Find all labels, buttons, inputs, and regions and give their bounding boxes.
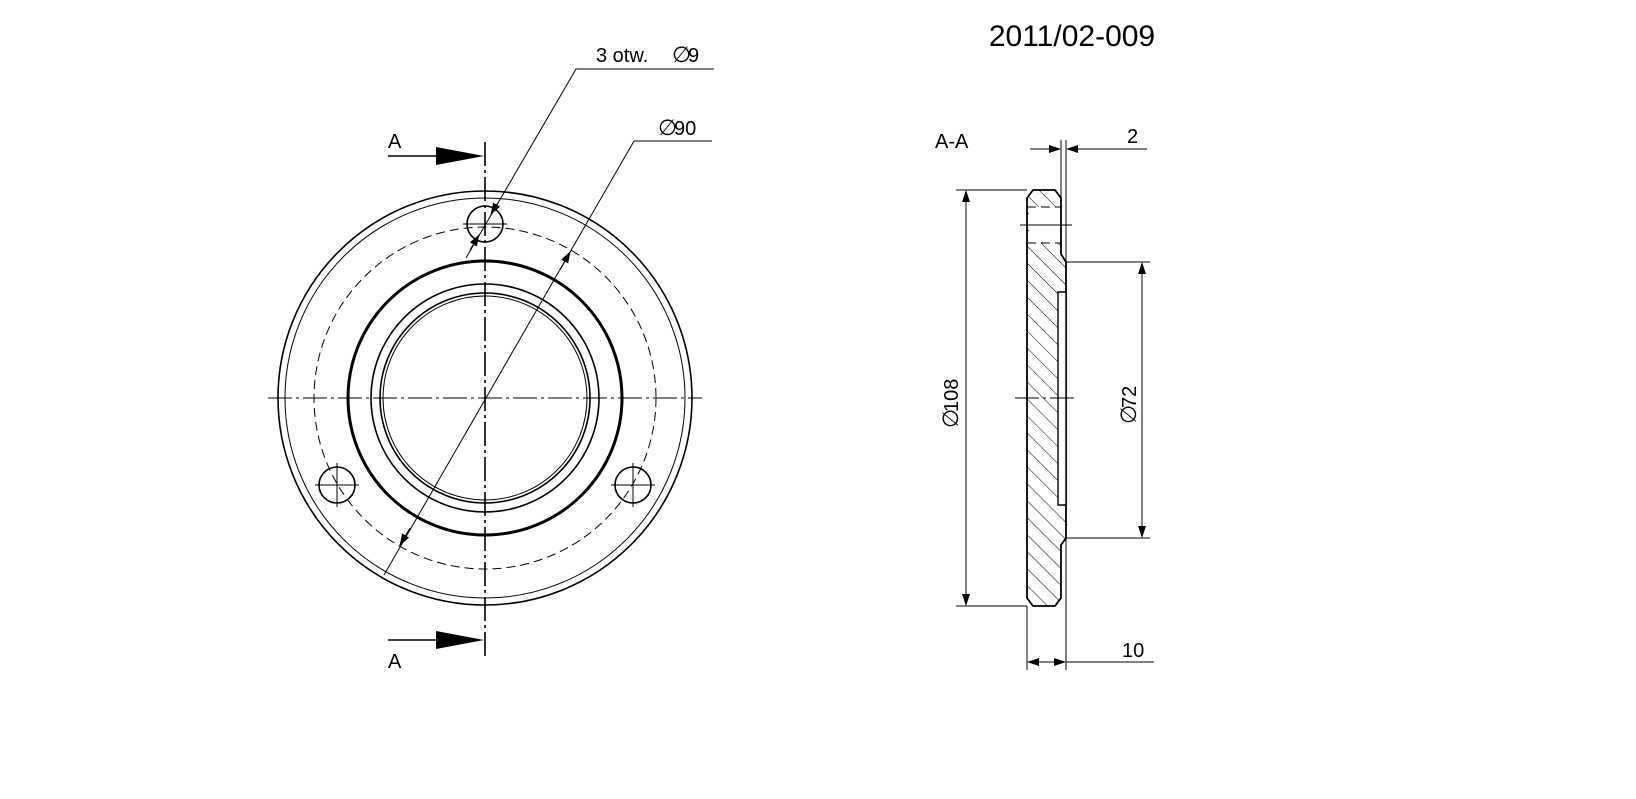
section-arrow-bottom: A bbox=[388, 631, 484, 673]
bolt-hole bbox=[611, 463, 655, 507]
step-value: 2 bbox=[1127, 126, 1138, 148]
outer-diameter-dimension: ∅ 108 bbox=[938, 189, 1027, 607]
hole-callout: 3 otw. ∅ 9 bbox=[465, 42, 714, 259]
diameter-symbol: ∅ bbox=[1116, 405, 1141, 424]
diameter-symbol: ∅ bbox=[938, 409, 963, 428]
cut-marker-bottom: A bbox=[388, 651, 402, 673]
inner-diameter-dimension: ∅ 72 bbox=[1066, 261, 1150, 539]
thickness-value: 10 bbox=[1122, 640, 1144, 662]
hole-diameter-value: 9 bbox=[688, 45, 699, 67]
bolt-hole bbox=[315, 463, 359, 507]
diameter-symbol: ∅ bbox=[672, 42, 691, 67]
bolt-circle-callout: ∅ 90 bbox=[383, 115, 712, 576]
thickness-dimension: 10 bbox=[1026, 538, 1154, 670]
bolt-circle-diameter-value: 90 bbox=[674, 118, 696, 140]
cut-marker-top: A bbox=[388, 131, 402, 153]
step-dimension: 2 bbox=[1030, 126, 1147, 262]
drawing-number: 2011/02-009 bbox=[989, 20, 1155, 53]
diameter-symbol: ∅ bbox=[658, 115, 677, 140]
section-label: A-A bbox=[935, 131, 969, 153]
front-view: A A 3 otw. ∅ 9 ∅ 90 bbox=[268, 42, 714, 673]
holes-count-label: 3 otw. bbox=[596, 45, 648, 67]
section-view: A-A ∅ 108 ∅ bbox=[935, 126, 1154, 670]
inner-diameter-value: 72 bbox=[1119, 386, 1141, 408]
outer-diameter-value: 108 bbox=[941, 379, 963, 412]
section-arrow-top: A bbox=[388, 131, 484, 165]
